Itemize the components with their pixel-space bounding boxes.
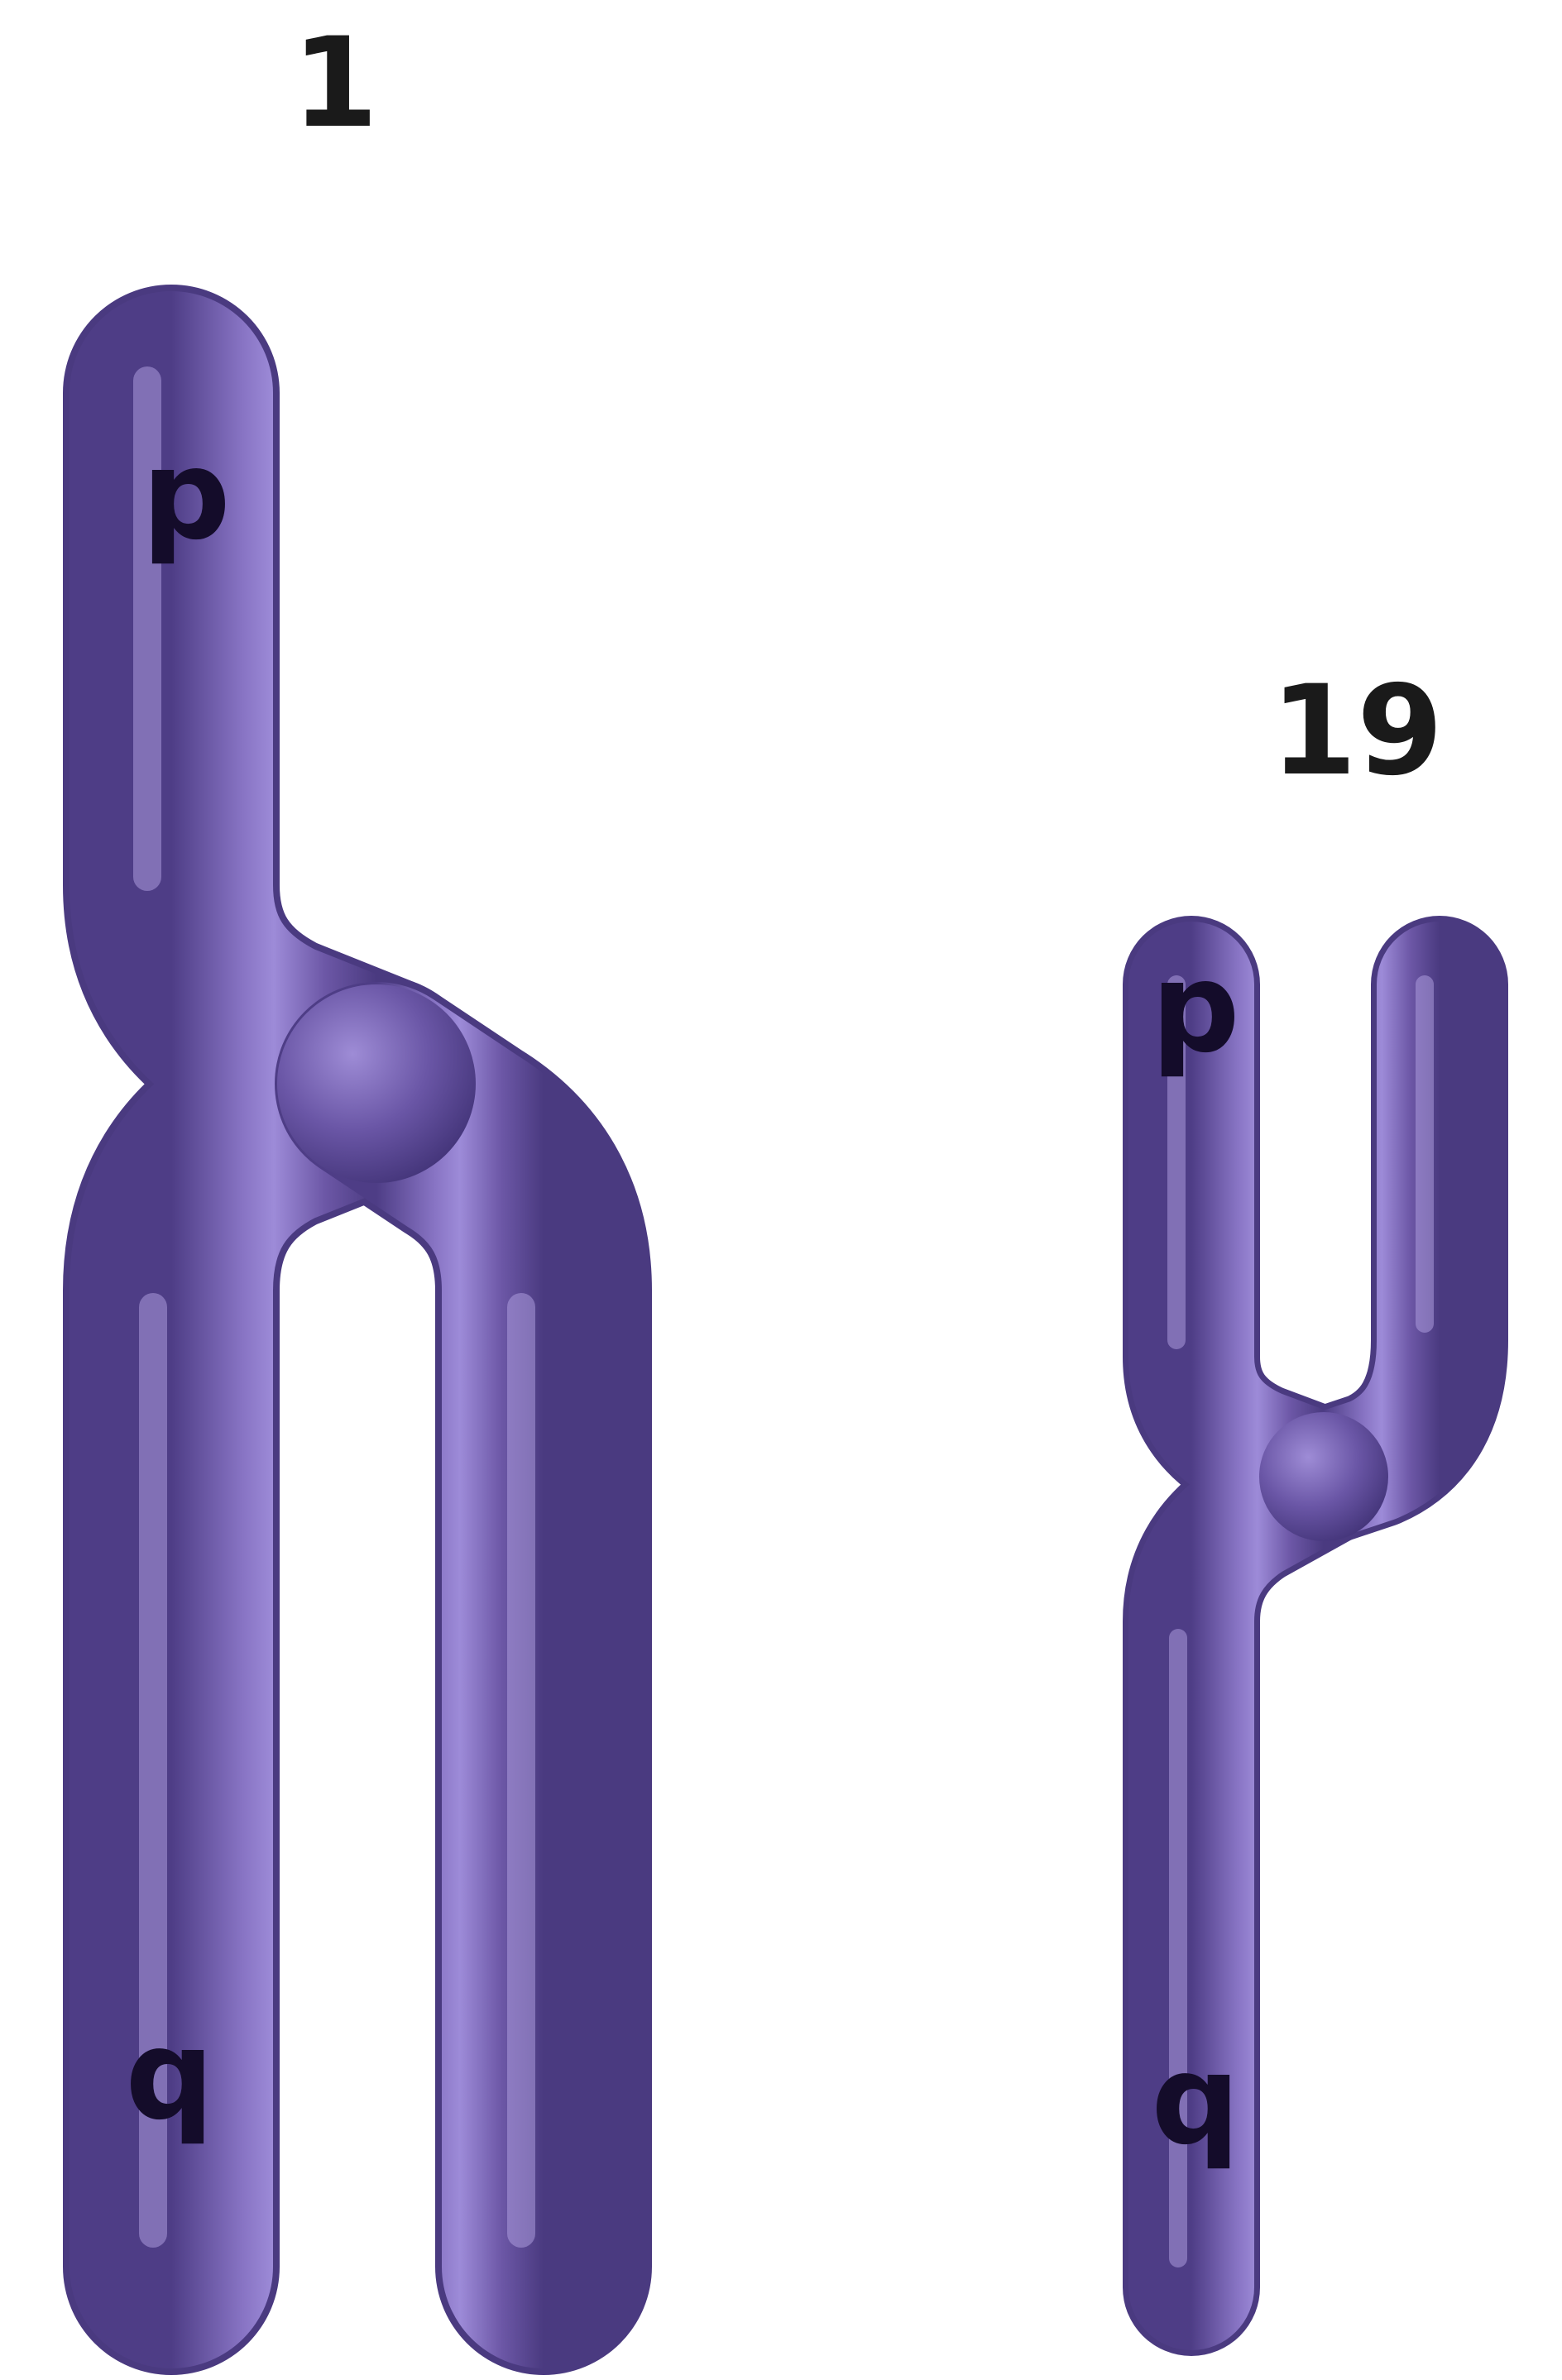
chromosome-1-number: 1 (292, 12, 378, 156)
chromosome-1-centromere (277, 984, 476, 1183)
chromosome-19-centromere (1259, 1412, 1388, 1541)
chromosome-1-p-label: p (141, 424, 230, 567)
chromosome-19-number: 19 (1271, 659, 1444, 803)
chromosome-1 (147, 381, 544, 2267)
chromosome-19-q-label: q (1151, 2028, 1239, 2172)
chromosome-19-p-label: p (1151, 936, 1239, 1080)
chromosome-1-q-label: q (125, 2004, 213, 2148)
